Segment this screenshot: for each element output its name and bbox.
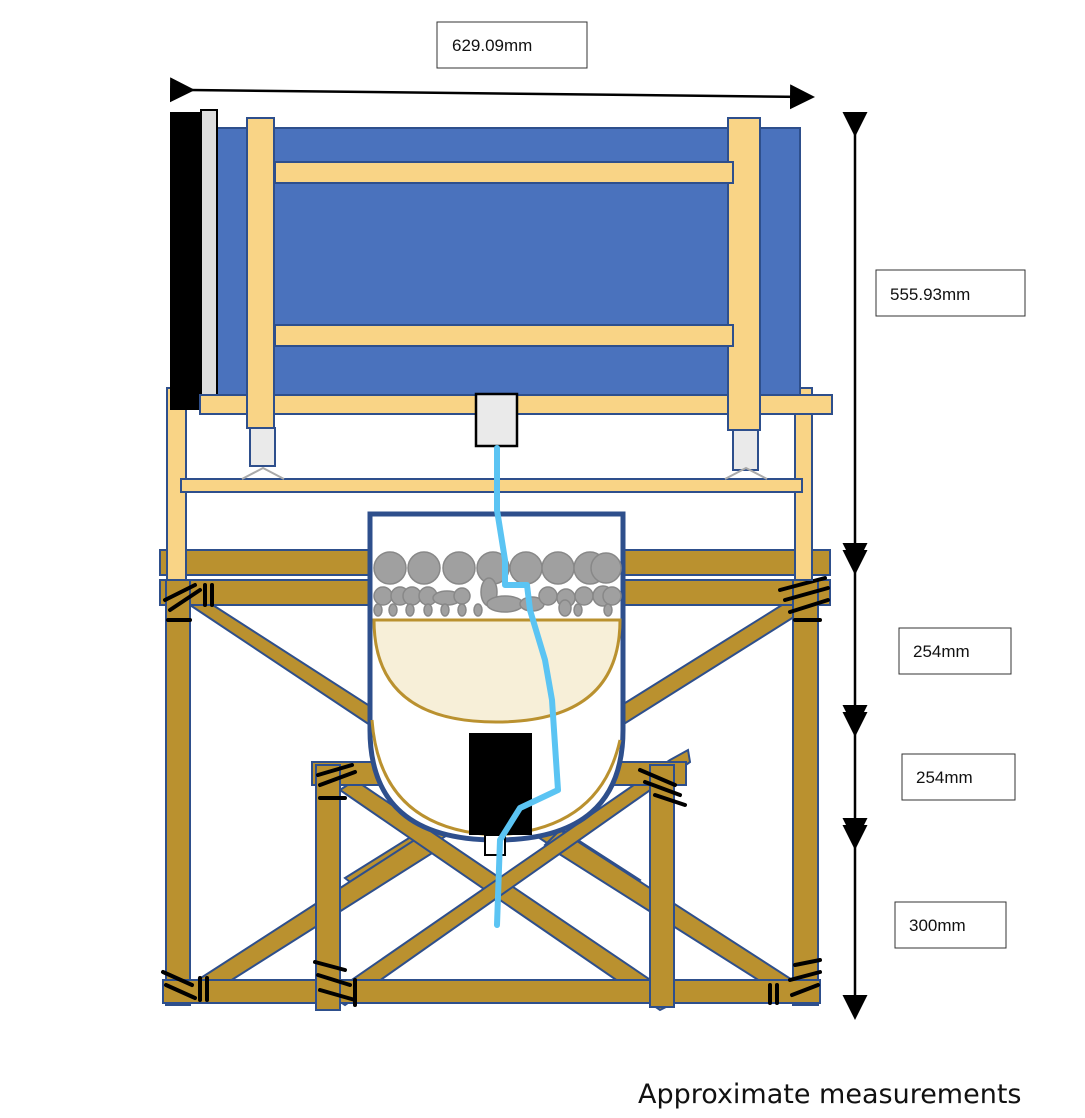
width-label: 629.09mm [452, 36, 532, 55]
junction-box [474, 392, 519, 448]
panel-supports [199, 117, 833, 431]
stone-layer [373, 551, 622, 617]
panel-edge-grey [200, 109, 218, 415]
upper-frame [166, 387, 813, 581]
rope-lashings [161, 576, 830, 1007]
top-height-label: 555.93mm [890, 285, 970, 304]
lower-frame-label: 300mm [909, 916, 966, 935]
legs-feet [241, 427, 768, 480]
pump [469, 733, 532, 835]
panel-edge-black [170, 112, 202, 410]
caption: Approximate measurements [638, 1079, 1021, 1110]
width-dimension: 629.09mm [169, 21, 815, 110]
upper-frame-label: 254mm [913, 642, 970, 661]
cable [494, 445, 561, 928]
sand-layer [372, 618, 622, 724]
filter-tank [367, 511, 626, 856]
middle-frame-label: 254mm [916, 768, 973, 787]
